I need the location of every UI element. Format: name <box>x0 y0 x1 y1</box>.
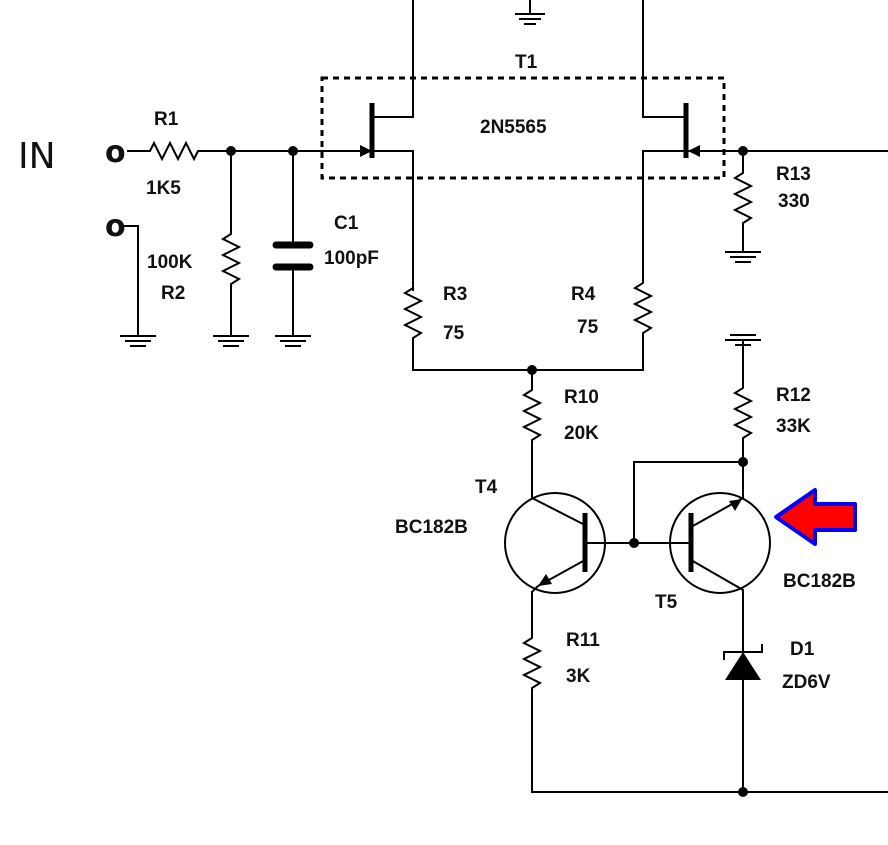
c1-value: 100pF <box>324 248 379 269</box>
r11-value: 3K <box>566 666 591 687</box>
r3-value: 75 <box>443 323 465 344</box>
t1-name: T1 <box>515 52 538 73</box>
r13-value: 330 <box>778 191 810 212</box>
node-dot <box>738 787 748 797</box>
t4-part: BC182B <box>395 517 468 538</box>
t5-name: T5 <box>655 592 678 613</box>
r4-name: R4 <box>571 284 596 305</box>
r2-value: 100K <box>147 252 193 273</box>
t1-part: 2N5565 <box>480 117 547 138</box>
ground-terminal: o <box>105 209 126 244</box>
r4-value: 75 <box>577 317 599 338</box>
input-ground-wire <box>123 225 139 337</box>
r10-name: R10 <box>564 387 599 408</box>
capacitor-c1 <box>272 150 314 347</box>
r10-value: 20K <box>564 423 599 444</box>
r11-name: R11 <box>566 630 600 651</box>
resistor-r12 <box>725 334 761 499</box>
ground-symbol-input <box>120 335 156 347</box>
jfet-right <box>642 0 888 276</box>
transistor-t4 <box>504 492 635 631</box>
r1-value: 1K5 <box>146 178 181 199</box>
t4-name: T4 <box>475 477 498 498</box>
resistor-r2 <box>213 150 249 347</box>
jfet-left <box>360 0 414 291</box>
zener-diode-d1 <box>723 644 763 793</box>
resistor-r10 <box>521 369 543 499</box>
r12-name: R12 <box>776 385 811 406</box>
r2-name: R2 <box>161 283 185 304</box>
r12-value: 33K <box>776 416 811 437</box>
ground-symbol-top <box>515 0 545 25</box>
resistor-r1 <box>127 140 233 162</box>
resistor-r11 <box>521 629 543 793</box>
input-terminal: o <box>105 135 126 170</box>
r13-name: R13 <box>776 164 811 185</box>
r3-name: R3 <box>443 284 467 305</box>
resistor-r13 <box>725 150 761 263</box>
transistor-t5 <box>633 492 771 651</box>
d1-name: D1 <box>790 639 815 660</box>
resistor-r3 <box>402 286 424 371</box>
input-label: IN <box>18 136 56 177</box>
c1-name: C1 <box>334 213 359 234</box>
feedback-wire <box>633 461 744 544</box>
t5-part: BC182B <box>783 571 856 592</box>
d1-value: ZD6V <box>782 672 831 693</box>
t1-package-outline <box>320 76 726 180</box>
resistor-r4 <box>632 274 654 371</box>
arrow-left-icon <box>774 488 857 546</box>
r1-name: R1 <box>154 109 179 130</box>
